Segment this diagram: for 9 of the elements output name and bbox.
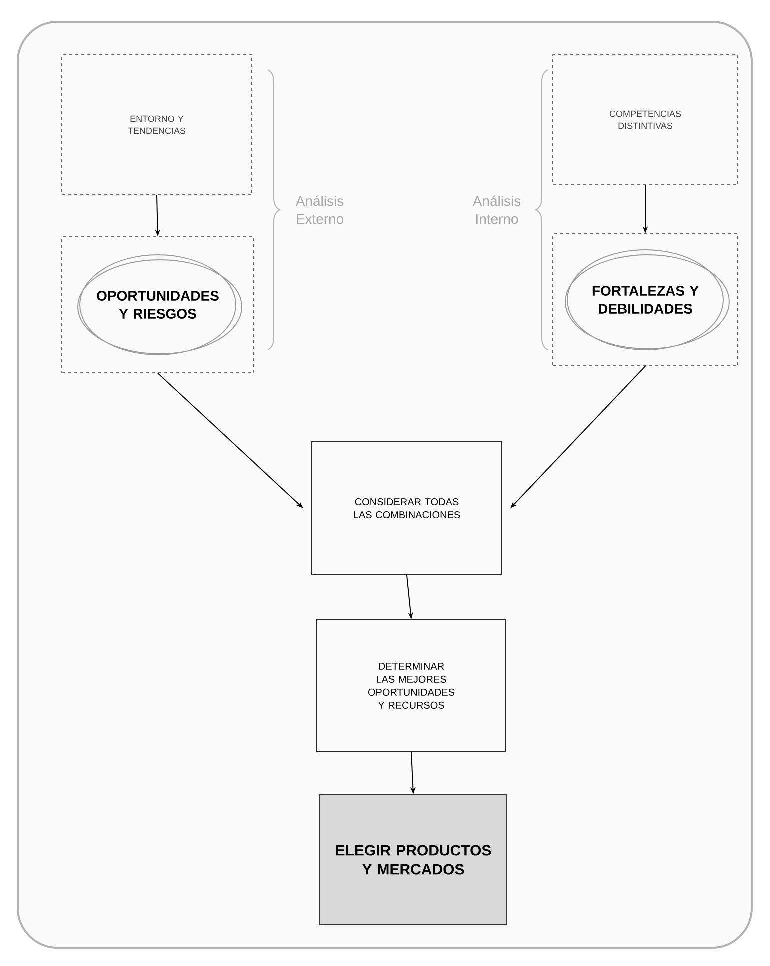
process-box: CONSIDERAR TODAS LAS COMBINACIONES xyxy=(312,442,502,576)
process-box: ENTORNO Y TENDENCIAS xyxy=(62,54,252,196)
process-box: OPORTUNIDADES Y RIESGOS xyxy=(62,236,254,374)
result-box: ELEGIR PRODUCTOS Y MERCADOS xyxy=(320,794,508,926)
process-box: FORTALEZAS Y DEBILIDADES xyxy=(552,234,738,366)
side-label: Análisis Externo xyxy=(296,196,344,224)
process-box: DETERMINAR LAS MEJORES OPORTUNIDADES Y RECURSOS xyxy=(316,620,506,752)
side-label: Análisis Interno xyxy=(472,196,521,224)
process-box: COMPETENCIAS DISTINTIVAS xyxy=(552,54,738,186)
